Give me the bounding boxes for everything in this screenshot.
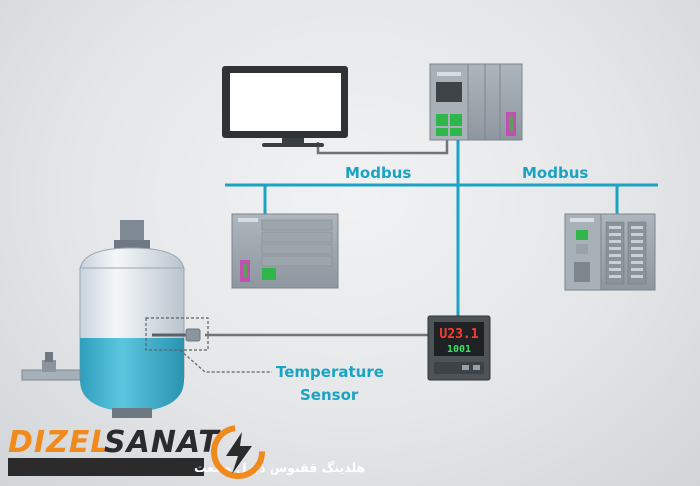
brand-emblem-icon: [211, 425, 265, 479]
process-tank: [21, 220, 209, 418]
plc-cpu-rack: [429, 63, 523, 141]
brand-tagline-bar: [8, 458, 204, 476]
brand-logo: DIZEL SANAT هلدینگ ققنوس دیزل صنعت: [8, 425, 365, 479]
io-module-right: [564, 213, 656, 291]
sensor-label-line2: Sensor: [300, 386, 359, 404]
monitor-cable: [316, 140, 449, 155]
hmi-monitor: [222, 66, 348, 147]
modbus-label-right: Modbus: [522, 164, 588, 182]
sensor-label-line1: Temperature: [276, 363, 384, 381]
brand-name-part2: SANAT: [104, 425, 221, 460]
modbus-bus: [225, 140, 658, 316]
controller-display-bottom: 1001: [447, 344, 471, 355]
controller-display-top: U23.1: [439, 327, 478, 342]
modbus-label-left: Modbus: [345, 164, 411, 182]
sensor-callout: [179, 349, 272, 373]
temperature-controller: U23.1 1001: [427, 315, 491, 381]
remote-io-left: [231, 213, 339, 289]
brand-name-part1: DIZEL: [8, 425, 110, 460]
